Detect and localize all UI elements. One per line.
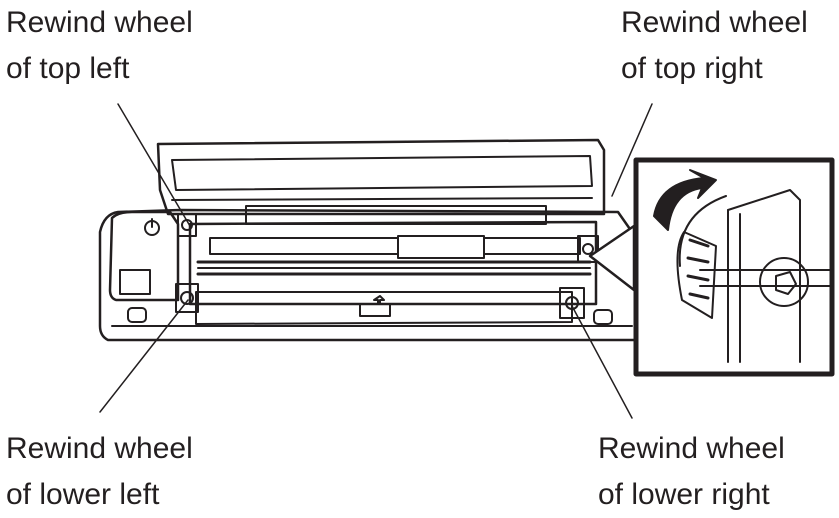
label-top-left: Rewind wheel of top left	[6, 0, 193, 92]
label-lower-left-line1: Rewind wheel	[6, 432, 193, 465]
callout-top-left	[117, 103, 191, 227]
label-lower-right-line1: Rewind wheel	[598, 432, 785, 465]
label-lower-right: Rewind wheel of lower right	[598, 426, 785, 518]
label-top-left-line1: Rewind wheel	[6, 6, 193, 39]
up-arrow-icon	[373, 295, 385, 304]
left-foot	[127, 307, 147, 323]
rotation-arrow-icon	[653, 169, 717, 231]
label-top-right: Rewind wheel of top right	[621, 0, 808, 92]
label-lower-left: Rewind wheel of lower left	[6, 426, 193, 518]
zoom-inset	[588, 157, 835, 377]
right-foot	[593, 309, 613, 325]
label-lower-right-line2: of lower right	[598, 478, 770, 511]
mechanism	[188, 220, 598, 325]
label-top-left-line2: of top left	[6, 52, 130, 85]
label-top-right-line2: of top right	[621, 52, 763, 85]
rewind-wheel-lower-left[interactable]	[175, 283, 199, 313]
callout-lower-right	[571, 305, 633, 419]
label-top-right-line1: Rewind wheel	[621, 6, 808, 39]
callout-lower-left	[99, 299, 189, 413]
label-lower-left-line2: of lower left	[6, 478, 160, 511]
callout-top-right	[611, 103, 653, 197]
rewind-wheel-lower-right[interactable]	[559, 287, 585, 319]
rewind-wheel-top-right[interactable]	[577, 235, 599, 263]
left-housing	[108, 210, 180, 302]
printer-base	[98, 208, 642, 342]
